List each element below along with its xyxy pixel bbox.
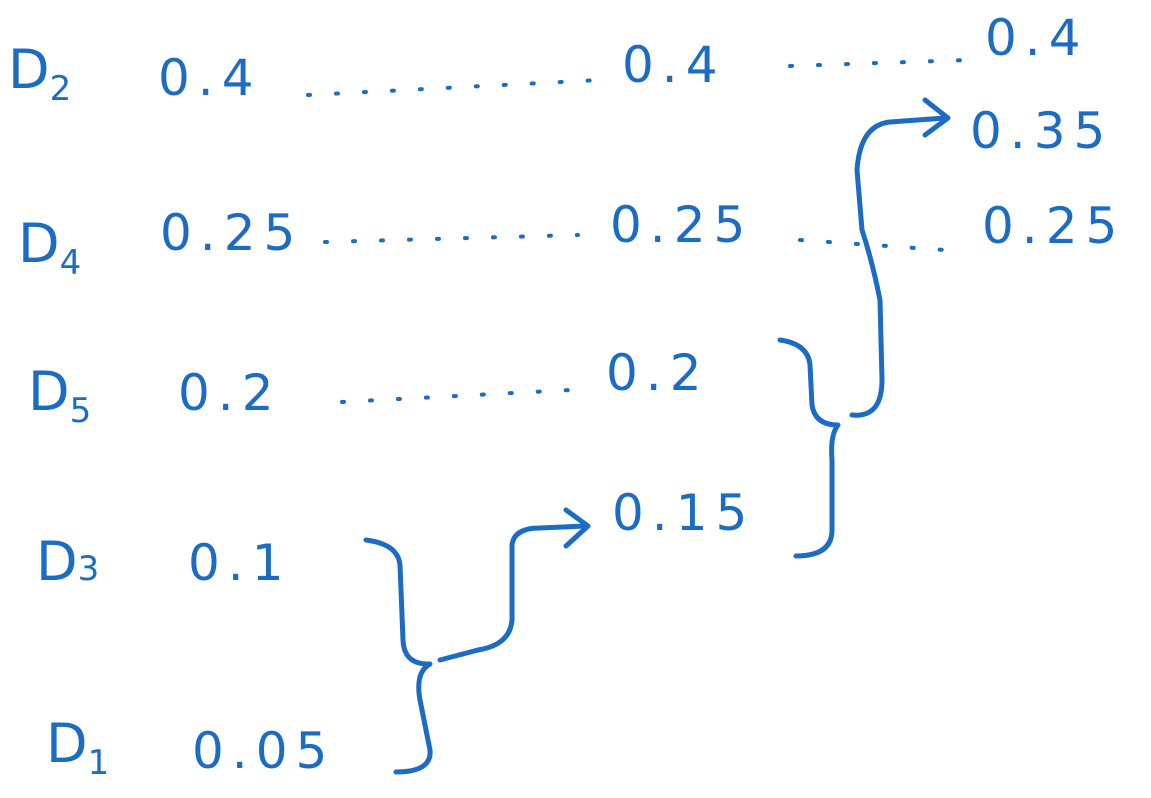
merge-brace-2 — [777, 337, 841, 559]
stage3-prob-1: 0.4 — [985, 9, 1089, 67]
carry-line-d5-stage1 — [340, 388, 572, 404]
symbol-label-d4: D4 — [18, 212, 81, 283]
merge-arrow-2 — [849, 115, 948, 418]
symbol-label-d1: D1 — [46, 712, 109, 783]
stage1-prob-d3: 0.1 — [188, 534, 292, 592]
symbol-label-d5: D5 — [28, 360, 91, 431]
merge-brace-1 — [363, 537, 433, 775]
stage3-prob-2: 0.35 — [970, 102, 1113, 160]
stage1-prob-d2: 0.4 — [158, 49, 262, 107]
carry-line-d4-stage1 — [323, 233, 580, 244]
stage1-prob-d1: 0.05 — [192, 722, 335, 780]
carry-line-d2-stage1 — [306, 78, 602, 97]
carry-line-d2-stage2 — [788, 58, 970, 68]
stage1-prob-d5: 0.2 — [178, 364, 282, 422]
stage2-prob-2: 0.25 — [610, 196, 753, 254]
merge-arrow-1 — [437, 523, 588, 663]
stage2-prob-3: 0.2 — [606, 344, 710, 402]
carry-line-d4-stage2 — [798, 238, 947, 252]
symbol-label-d2: D2 — [8, 38, 71, 109]
stage3-prob-3: 0.25 — [982, 197, 1125, 255]
arrowhead-icon — [563, 507, 591, 549]
stage1-prob-d4: 0.25 — [160, 204, 303, 262]
arrowhead-icon — [922, 97, 951, 138]
stage2-prob-4: 0.15 — [612, 484, 755, 542]
symbol-label-d3: D3 — [36, 530, 99, 593]
stage2-prob-1: 0.4 — [622, 36, 726, 94]
